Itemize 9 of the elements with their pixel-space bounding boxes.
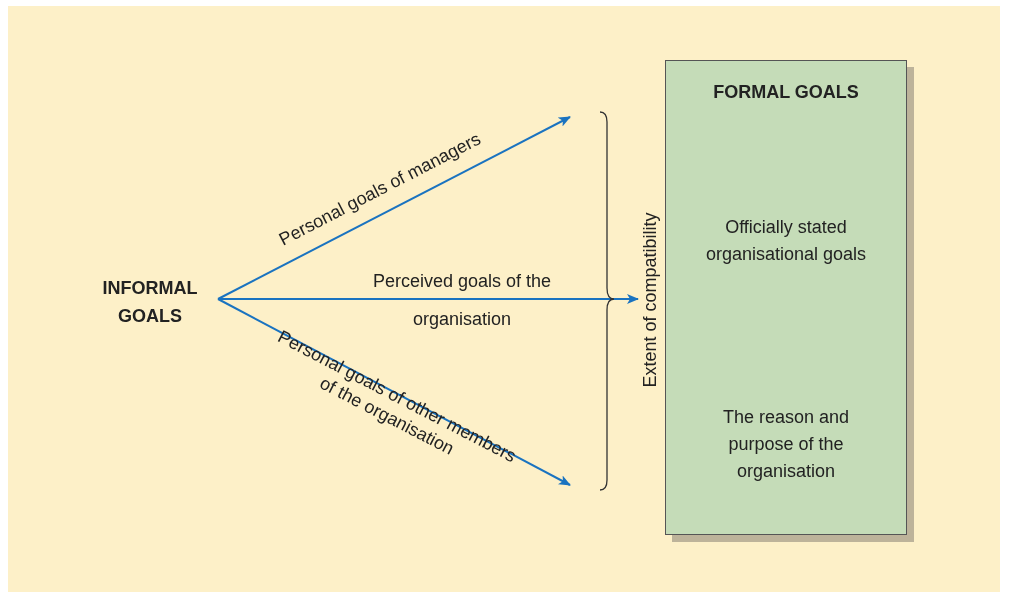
box-heading: FORMAL GOALS: [713, 81, 859, 104]
arrow: [217, 116, 571, 300]
arrow: [217, 298, 571, 486]
bare-text: INFORMAL GOALS: [80, 274, 220, 330]
box-text: The reason and purpose of the organisation: [721, 406, 851, 483]
edge-label: Perceived goals of the organisation: [372, 270, 552, 331]
box-text: Officially stated organisational goals: [704, 216, 868, 266]
rotated-text: Extent of compatibility: [640, 200, 660, 400]
arrow: [217, 294, 639, 304]
